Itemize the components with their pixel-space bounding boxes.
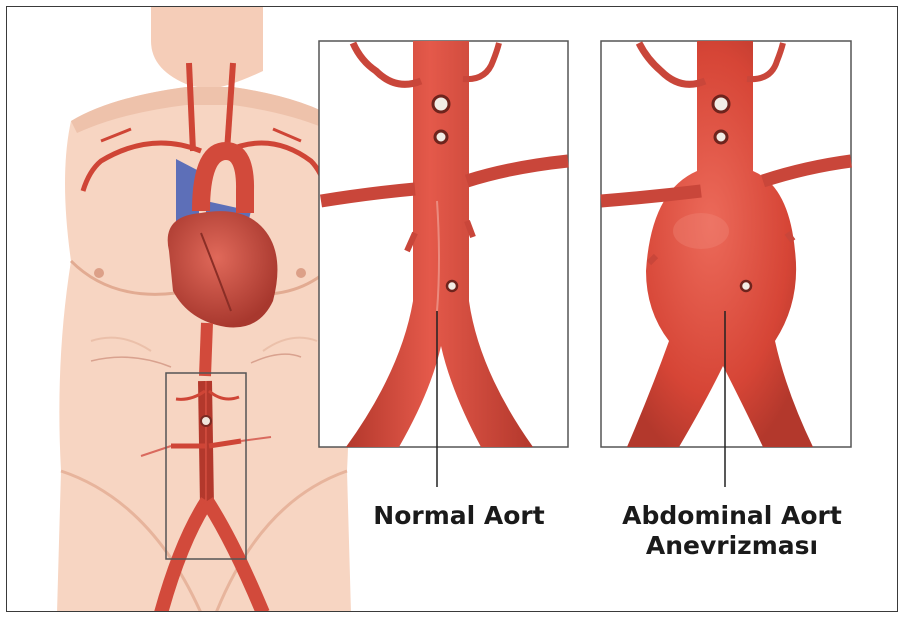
aneurysm-label-line1: Abdominal Aort [603, 501, 861, 531]
aneurysm-label-line2: Anevrizması [603, 531, 861, 561]
aneurysm-panel [601, 41, 851, 487]
aneurysm-label: Abdominal Aort Anevrizması [603, 501, 861, 561]
normal-aorta-panel [319, 41, 568, 487]
illustration-frame: Normal Aort Abdominal Aort Anevrizması [6, 6, 898, 612]
normal-aorta-label: Normal Aort [361, 501, 557, 531]
